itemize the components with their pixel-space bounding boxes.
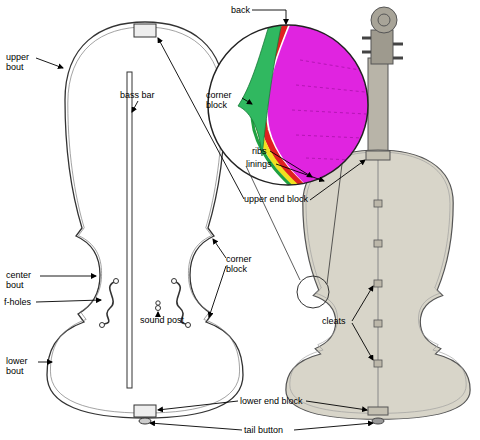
part-label: bass bar [120, 90, 155, 100]
tail-button [139, 418, 151, 424]
scroll-turn [378, 14, 390, 26]
violin-neck [368, 58, 388, 154]
f-hole [104, 282, 186, 324]
end-block [368, 407, 388, 415]
part-label: tail button [244, 425, 283, 435]
part-label: back [231, 5, 250, 15]
magnify-circle [297, 276, 329, 308]
tail-button [372, 418, 384, 424]
tuning-peg [362, 38, 403, 58]
end-block [366, 151, 390, 160]
part-label: center bout [6, 270, 38, 290]
scroll [371, 7, 397, 33]
f-hole-eye [100, 279, 191, 328]
part-label: lower end block [240, 396, 303, 406]
part-label: ribs [252, 146, 267, 156]
part-label: lower bout [6, 356, 36, 376]
end-block [134, 405, 156, 417]
part-label: sound post [140, 315, 184, 325]
part-label: linings [246, 159, 272, 169]
detail-circle-border [208, 25, 368, 185]
cleat [374, 200, 382, 367]
part-label: upper bout [6, 52, 36, 72]
part-label: corner block [226, 254, 260, 274]
violin-body [286, 150, 470, 419]
magnify-line [246, 164, 342, 284]
part-label: corner block [206, 90, 240, 110]
end-block [134, 24, 156, 37]
part-label: f-holes [4, 297, 31, 307]
part-label: cleats [322, 316, 346, 326]
bass-bar [127, 72, 132, 388]
part-label: upper end block [244, 194, 308, 204]
violin-lining [290, 152, 466, 413]
leader-line [36, 10, 373, 430]
sound-post [156, 301, 161, 311]
pegbox [371, 30, 393, 64]
corner-detail [238, 20, 380, 200]
